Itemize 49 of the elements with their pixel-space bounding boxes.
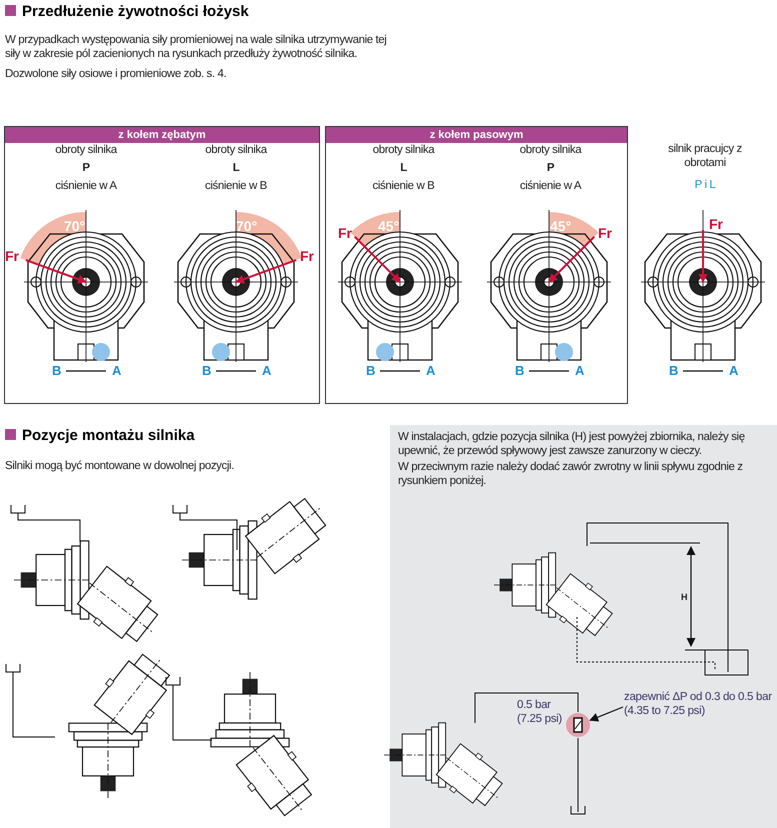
- force-label: Fr: [300, 248, 314, 264]
- panel-header: z kołem pasowym: [326, 127, 627, 143]
- rotation-letters: P i L: [694, 178, 716, 192]
- pressure-caption: ciśnienie w B: [372, 179, 436, 193]
- rotation-caption: obroty silnika: [54, 143, 118, 157]
- callout-text: zapewnić ΔP od 0.3 do 0.5 bar (4.35 to 7.25 psi): [624, 690, 773, 718]
- pressure-caption: ciśnienie w B: [204, 179, 268, 193]
- pressure-caption: ciśnienie w A: [518, 179, 582, 193]
- note-paragraph: W instalacjach, gdzie pozycja silnika (H) jest powyżej zbiornika, należy się upewnić, że przewód spływowy jest zawsze zanurzony w cieczy.: [398, 430, 746, 458]
- port-label: A: [729, 363, 738, 378]
- section-heading: Pozycje montażu silnika: [22, 427, 196, 444]
- angle-value: 70°: [64, 218, 86, 234]
- force-label: Fr: [338, 225, 352, 241]
- note-panel: [390, 425, 777, 828]
- port-label: B: [669, 363, 678, 378]
- note-paragraph: W przeciwnym razie należy dodać zawór zwrotny w linii spływu zgodnie z rysunkiem poniżej.: [398, 460, 744, 488]
- port-label: B: [515, 363, 524, 378]
- panel-frame: [4, 126, 320, 404]
- force-label: Fr: [5, 248, 19, 264]
- pressure-note: 0.5 bar (7.25 psi): [517, 698, 563, 726]
- mounting-paragraph: Silniki mogą być montowane w dowolnej pozycji.: [5, 459, 235, 473]
- panel-frame: [325, 126, 628, 404]
- rotation-letter: P: [546, 161, 556, 175]
- port-label: A: [426, 363, 436, 378]
- angle-value: 70°: [236, 218, 258, 234]
- section-heading: Przedłużenie żywotności łożysk: [22, 3, 250, 20]
- dimension-label: H: [681, 592, 688, 602]
- motor-caption: silnik pracujcy z obrotami: [667, 142, 743, 170]
- port-label: A: [262, 363, 272, 378]
- rotation-letter: L: [232, 161, 240, 175]
- force-label: Fr: [709, 216, 723, 232]
- rotation-caption: obroty silnika: [372, 143, 436, 157]
- pressure-caption: ciśnienie w A: [54, 179, 118, 193]
- angle-value: 45°: [378, 218, 400, 234]
- port-label: A: [575, 363, 584, 378]
- rotation-letter: P: [81, 161, 91, 175]
- leader-arrow: [589, 706, 624, 722]
- rotation-letter: L: [399, 161, 408, 175]
- intro-paragraph: Dozwolone siły osiowe i promieniowe zob. s. 4.: [5, 67, 228, 81]
- port-label: B: [202, 363, 212, 378]
- port-label: A: [112, 363, 122, 378]
- angle-value: 45°: [550, 218, 572, 234]
- force-label: Fr: [598, 225, 612, 241]
- intro-paragraph: W przypadkach występowania siły promieniowej na wale silnika utrzymywanie tej siły w zakresie pól zacienionych na rysunkach przedłuży żywotność silnika.: [5, 33, 388, 61]
- panel-header: z kołem zębatym: [5, 127, 319, 143]
- rotation-caption: obroty silnika: [204, 143, 268, 157]
- port-label: B: [366, 363, 376, 378]
- port-label: B: [52, 363, 62, 378]
- rotation-caption: obroty silnika: [518, 143, 583, 157]
